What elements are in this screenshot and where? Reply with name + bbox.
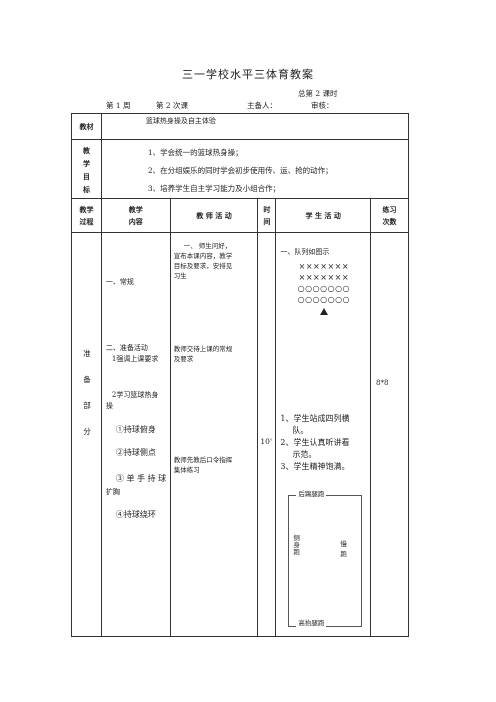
teacher-position-icon — [319, 308, 328, 315]
content-exercise-2: ②持球侧点 — [115, 448, 156, 457]
preparer: 主备人： — [247, 101, 277, 110]
col-time: 时间 — [257, 198, 277, 233]
lesson-number: 第 2 次课 — [156, 101, 189, 110]
time-value: 10' — [260, 437, 273, 446]
week: 第 1 周 — [106, 101, 131, 110]
reps-cell: 8*8 — [370, 232, 409, 637]
reviewer: 审核： — [311, 101, 334, 110]
teacher-activity-3: 教师先教后口令指挥 集体练习 — [173, 456, 233, 474]
teacher-activity-1: 一、 师生问好， 宣布本课内容，教学 目标及要求，安排见 习生 — [173, 242, 233, 280]
objectives-list: 1、学会统一的篮球热身操； 2、在分组娱乐的同时学会初步使用传、运、抢的动作； … — [100, 139, 410, 199]
formation-diagram: ××××××× ××××××× ○○○○○○○ ○○○○○○○ — [276, 261, 371, 318]
teacher-activity-2: 教师交待上课的常规 及要求 — [173, 345, 233, 363]
track-right-label: 慢 跑 — [340, 540, 347, 558]
content-prep-1: 1强调上课要求 — [111, 355, 159, 363]
section-cell: 准 备 部 分 — [71, 232, 102, 637]
formation-row: ××××××× — [298, 273, 350, 282]
section-label: 准 备 部 分 — [83, 349, 91, 436]
total-lesson: 总第 2 课时 — [298, 89, 338, 98]
teacher-cell: 一、 师生问好， 宣布本课内容，教学 目标及要求，安排见 习生 教师交待上课的常… — [169, 232, 259, 637]
content-exercise-1: ①持球俯身 — [115, 425, 156, 434]
materials-label: 教材 — [71, 113, 102, 140]
content-prep: 二、准备活动 — [105, 344, 148, 352]
col-reps: 练习次数 — [370, 198, 409, 233]
content-cell: 一、常规 二、准备活动 1强调上课要求 2学习篮球热身 操 ①持球俯身 ②持球侧… — [100, 232, 171, 637]
student-cell: 一、队列如图示 ××××××× ××××××× ○○○○○○○ ○○○○○○○ … — [275, 232, 372, 637]
student-activities: 1、学生站成四列横 队。 2、学生认真听讲看 示范。 3、学生精神饱满。 — [280, 414, 350, 471]
objective-item: 3、培养学生自主学习能力及小组合作； — [147, 184, 281, 193]
lesson-plan-table: 教材 篮球热身操及自主体验 教 学 目 标 1、学会统一的篮球热身操； 2、在分… — [71, 113, 410, 637]
content-exercise-3: ③ 单 手 持 球 — [115, 474, 167, 483]
col-teacher: 教 师 活 动 — [169, 198, 259, 233]
content-prep-2: 2学习篮球热身 — [111, 391, 159, 399]
time-cell: 10' — [257, 232, 277, 637]
track-bottom-label: 高抬腿跑 — [296, 618, 327, 628]
track-left-label: 侧 身 跑 — [293, 534, 300, 556]
formation-row: ××××××× — [298, 262, 350, 271]
content-exercise-3b: 扩胸 — [105, 488, 120, 496]
track-top-label: 后踢腿跑 — [296, 489, 327, 499]
col-content: 教学内容 — [100, 198, 171, 233]
reps-value: 8*8 — [376, 379, 389, 387]
col-student: 学 生 活 动 — [275, 198, 372, 233]
objective-item: 1、学会统一的篮球热身操； — [147, 148, 243, 157]
formation-title: 一、队列如图示 — [280, 248, 330, 256]
materials-text: 篮球热身操及自主体验 — [100, 113, 410, 140]
objectives-label: 教 学 目 标 — [71, 139, 102, 199]
formation-row: ○○○○○○○ — [297, 295, 351, 304]
content-exercise-4: ④持球绕环 — [115, 510, 156, 519]
formation-row: ○○○○○○○ — [297, 284, 351, 293]
col-process: 教学过程 — [71, 198, 102, 233]
running-track-diagram — [288, 495, 363, 627]
content-prep-2b: 操 — [105, 402, 113, 410]
page-title: 三一学校水平三体育教案 — [182, 68, 314, 81]
content-routine: 一、常规 — [105, 278, 134, 286]
objective-item: 2、在分组娱乐的同时学会初步使用传、运、抢的动作； — [147, 166, 333, 175]
